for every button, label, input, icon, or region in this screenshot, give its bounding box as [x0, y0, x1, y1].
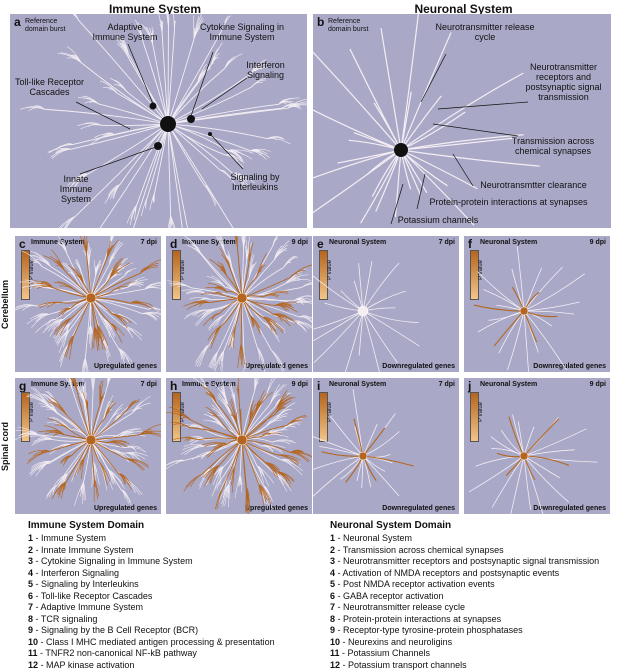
pathway-burst — [166, 236, 312, 372]
legend-item: 3 - Cytokine Signaling in Immune System — [28, 556, 318, 568]
neuronal-legend: Neuronal System Domain 1 - Neuronal Syst… — [330, 520, 615, 671]
label-interferon: Interferon Signaling — [238, 60, 293, 80]
legend-item-text: - MAP kinase activation — [38, 660, 134, 670]
label-transmission: Transmission across chemical synapses — [503, 136, 603, 156]
label-cytokine: Cytokine Signaling in Immune System — [192, 22, 292, 42]
legend-item: 11 - Potassium Channels — [330, 648, 615, 660]
legend-item: 5 - Signaling by Interleukins — [28, 579, 318, 591]
label-toll: Toll-like Receptor Cascades — [12, 77, 87, 97]
legend-item-text: - Potassium Channels — [340, 648, 431, 658]
label-receptors: Neurotransmitter receptors and postsynap… — [516, 62, 611, 102]
label-clearance: Neurotransmtter clearance — [471, 180, 596, 190]
legend-item: 6 - Toll-like Receptor Cascades — [28, 591, 318, 603]
panel-a: a Reference domain burst Adaptive Immune… — [10, 14, 307, 228]
legend-item: 2 - Transmission across chemical synapse… — [330, 545, 615, 557]
legend-item-text: - Class I MHC mediated antigen processin… — [38, 637, 275, 647]
legend-item: 8 - TCR signaling — [28, 614, 318, 626]
legend-item: 1 - Immune System — [28, 533, 318, 545]
root-node — [394, 143, 408, 157]
legend-item: 9 - Signaling by the B Cell Receptor (BC… — [28, 625, 318, 637]
legend-item: 12 - Potassium transport channels — [330, 660, 615, 671]
legend-item-text: - Adaptive Immune System — [33, 602, 143, 612]
pathway-burst — [15, 378, 161, 514]
legend-item: 4 - Interferon Signaling — [28, 568, 318, 580]
legend-item-text: - Immune System — [33, 533, 106, 543]
legend-item-text: - Potassium transport channels — [340, 660, 467, 670]
legend-item: 8 - Protein-protein interactions at syna… — [330, 614, 615, 626]
legend-item: 3 - Neurotransmitter receptors and posts… — [330, 556, 615, 568]
legend-item-text: - Signaling by the B Cell Receptor (BCR) — [33, 625, 198, 635]
legend-item-text: - Protein-protein interactions at synaps… — [335, 614, 501, 624]
pathway-burst — [464, 378, 610, 514]
legend-item-text: - Toll-like Receptor Cascades — [33, 591, 152, 601]
legend-item: 11 - TNFR2 non-canonical NF-kB pathway — [28, 648, 318, 660]
neuronal-reference-burst — [313, 14, 611, 228]
label-potassium: Potassium channels — [383, 215, 493, 225]
legend-item-text: - Signaling by Interleukins — [33, 579, 139, 589]
legend-item-number: 10 — [28, 637, 38, 647]
pathway-burst — [313, 378, 459, 514]
node-cytokine — [187, 115, 195, 123]
pathway-burst — [464, 236, 610, 372]
legend-item: 7 - Neurotransmitter release cycle — [330, 602, 615, 614]
legend-item-text: - Receptor-type tyrosine-protein phospha… — [335, 625, 523, 635]
legend-item-text: - Innate Immune System — [33, 545, 134, 555]
legend-item-text: - Neuronal System — [335, 533, 412, 543]
legend-item-text: - Cytokine Signaling in Immune System — [33, 556, 193, 566]
pathway-burst — [166, 378, 312, 514]
legend-item: 9 - Receptor-type tyrosine-protein phosp… — [330, 625, 615, 637]
row-label-spinal-cord: Spinal cord — [0, 378, 12, 514]
legend-item-text: - Neurexins and neuroligins — [340, 637, 452, 647]
row-label-cerebellum: Cerebellum — [0, 236, 12, 372]
legend-item-number: 12 — [330, 660, 340, 670]
legend-item-number: 11 — [330, 648, 340, 658]
neuronal-legend-title: Neuronal System Domain — [330, 520, 615, 531]
legend-item-text: - Neurotransmitter release cycle — [335, 602, 465, 612]
legend-item: 7 - Adaptive Immune System — [28, 602, 318, 614]
legend-item-number: 11 — [28, 648, 38, 658]
legend-item-text: - GABA receptor activation — [335, 591, 444, 601]
legend-item-text: - Neurotransmitter receptors and postsyn… — [335, 556, 599, 566]
label-adaptive: Adaptive Immune System — [90, 22, 160, 42]
panel-b: b Reference domain burst Neurotransmitte… — [313, 14, 611, 228]
label-interleukins: Signaling by Interleukins — [220, 172, 290, 192]
legend-item: 10 - Class I MHC mediated antigen proces… — [28, 637, 318, 649]
root-node — [160, 116, 176, 132]
legend-item-text: - TCR signaling — [33, 614, 97, 624]
legend-item: 4 - Activation of NMDA receptors and pos… — [330, 568, 615, 580]
immune-legend-title: Immune System Domain — [28, 520, 318, 531]
legend-item-text: - Post NMDA receptor activation events — [335, 579, 495, 589]
legend-item: 10 - Neurexins and neuroligins — [330, 637, 615, 649]
legend-item-text: - Interferon Signaling — [33, 568, 119, 578]
label-release-cycle: Neurotransmitter release cycle — [435, 22, 535, 42]
legend-item: 2 - Innate Immune System — [28, 545, 318, 557]
pathway-burst — [313, 236, 459, 372]
pathway-burst — [15, 236, 161, 372]
legend-item: 6 - GABA receptor activation — [330, 591, 615, 603]
legend-item-text: - Activation of NMDA receptors and posts… — [335, 568, 559, 578]
legend-item-text: - Transmission across chemical synapses — [335, 545, 504, 555]
legend-item: 5 - Post NMDA receptor activation events — [330, 579, 615, 591]
node-innate — [154, 142, 162, 150]
legend-item-text: - TNFR2 non-canonical NF-kB pathway — [38, 648, 197, 658]
legend-item-number: 12 — [28, 660, 38, 670]
label-innate: Innate Immune System — [46, 174, 106, 204]
legend-item: 12 - MAP kinase activation — [28, 660, 318, 671]
legend-item-number: 10 — [330, 637, 340, 647]
legend-item: 1 - Neuronal System — [330, 533, 615, 545]
label-protein-protein: Protein-protein interactions at synapses — [411, 197, 606, 207]
